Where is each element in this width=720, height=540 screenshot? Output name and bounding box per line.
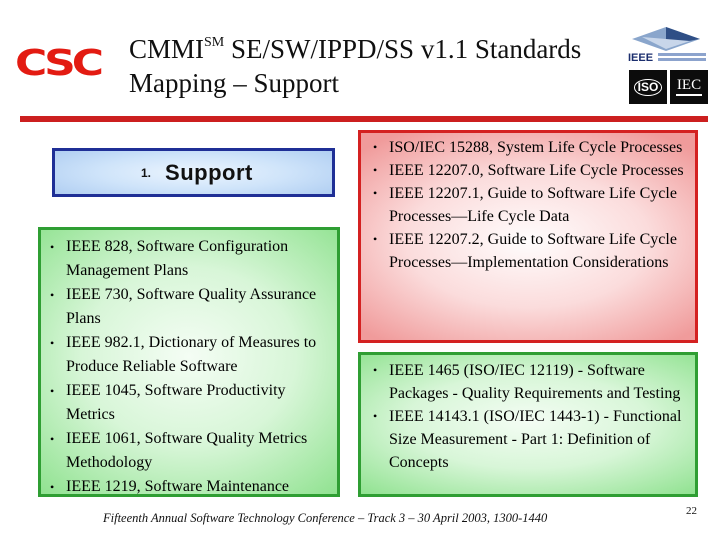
list-item: IEEE 1465 (ISO/IEC 12119) - Software Pac… (373, 359, 690, 405)
bullet-icon (50, 379, 66, 427)
iec-logo-label: IEC (675, 78, 703, 96)
ieee-kite-icon: IEEE (628, 27, 706, 64)
bullet-icon (373, 359, 389, 405)
support-heading-number: 1. (141, 165, 152, 180)
bullet-icon (373, 136, 389, 159)
bullet-icon (373, 405, 389, 474)
list-item: IEEE 730, Software Quality Assurance Pla… (50, 283, 332, 331)
bullet-icon (50, 475, 66, 499)
sm-superscript: SM (204, 35, 225, 50)
list-item-text: IEEE 1219, Software Maintenance (66, 478, 290, 495)
csc-logo: CSC (15, 42, 104, 84)
list-item-text: IEEE 1061, Software Quality Metrics Meth… (66, 430, 308, 471)
title-prefix: CMMI (129, 34, 205, 64)
ieee-standards-box: IEEE 828, Software Configuration Managem… (38, 227, 340, 497)
iso-iec-standards-box: ISO/IEC 15288, System Life Cycle Process… (358, 130, 698, 343)
bullet-icon (50, 427, 66, 475)
ieee-logo: IEEE (620, 26, 712, 71)
bullet-icon (373, 182, 389, 228)
list-item-text: ISO/IEC 15288, System Life Cycle Process… (389, 139, 683, 156)
list-item-text: IEEE 1465 (ISO/IEC 12119) - Software Pac… (389, 362, 681, 402)
list-item-text: IEEE 730, Software Quality Assurance Pla… (66, 286, 317, 327)
list-item-text: IEEE 12207.0, Software Life Cycle Proces… (389, 162, 684, 179)
iso-logo: ISO (629, 70, 667, 104)
list-item-text: IEEE 1045, Software Productivity Metrics (66, 382, 286, 423)
list-item: IEEE 1219, Software Maintenance (50, 475, 332, 499)
ieee-logo-label: IEEE (628, 52, 653, 64)
bullet-icon (50, 283, 66, 331)
list-item: IEEE 14143.1 (ISO/IEC 1443-1) - Function… (373, 405, 690, 474)
software-packages-standards-box: IEEE 1465 (ISO/IEC 12119) - Software Pac… (358, 352, 698, 497)
iec-logo: IEC (670, 70, 708, 104)
bullet-icon (373, 159, 389, 182)
title-line-2: Mapping – Support (129, 68, 340, 98)
list-item: IEEE 982.1, Dictionary of Measures to Pr… (50, 331, 332, 379)
list-item: ISO/IEC 15288, System Life Cycle Process… (373, 136, 690, 159)
list-item-text: IEEE 12207.2, Guide to Software Life Cyc… (389, 231, 677, 271)
footer-text: Fifteenth Annual Software Technology Con… (103, 511, 548, 525)
bullet-icon (50, 235, 66, 283)
list-item-text: IEEE 14143.1 (ISO/IEC 1443-1) - Function… (389, 408, 682, 471)
list-item-text: IEEE 828, Software Configuration Managem… (66, 238, 289, 279)
title-line-1: CMMISM SE/SW/IPPD/SS v1.1 Standards (129, 28, 581, 66)
iso-logo-label: ISO (633, 78, 663, 96)
header-divider-rule (20, 116, 708, 122)
support-heading-box: 1. Support (52, 148, 335, 197)
page-number: 22 (686, 505, 697, 517)
list-item: IEEE 12207.0, Software Life Cycle Proces… (373, 159, 690, 182)
list-item: IEEE 12207.1, Guide to Software Life Cyc… (373, 182, 690, 228)
support-heading-label: Support (165, 159, 253, 185)
list-item: IEEE 1061, Software Quality Metrics Meth… (50, 427, 332, 475)
bullet-icon (50, 331, 66, 379)
page-title: CMMISM SE/SW/IPPD/SS v1.1 Standards Mapp… (129, 28, 581, 100)
list-item-text: IEEE 982.1, Dictionary of Measures to Pr… (66, 334, 317, 375)
list-item: IEEE 12207.2, Guide to Software Life Cyc… (373, 228, 690, 274)
title-rest: SE/SW/IPPD/SS v1.1 Standards (224, 34, 582, 64)
list-item-text: IEEE 12207.1, Guide to Software Life Cyc… (389, 185, 677, 225)
list-item: IEEE 1045, Software Productivity Metrics (50, 379, 332, 427)
bullet-icon (373, 228, 389, 274)
list-item: IEEE 828, Software Configuration Managem… (50, 235, 332, 283)
